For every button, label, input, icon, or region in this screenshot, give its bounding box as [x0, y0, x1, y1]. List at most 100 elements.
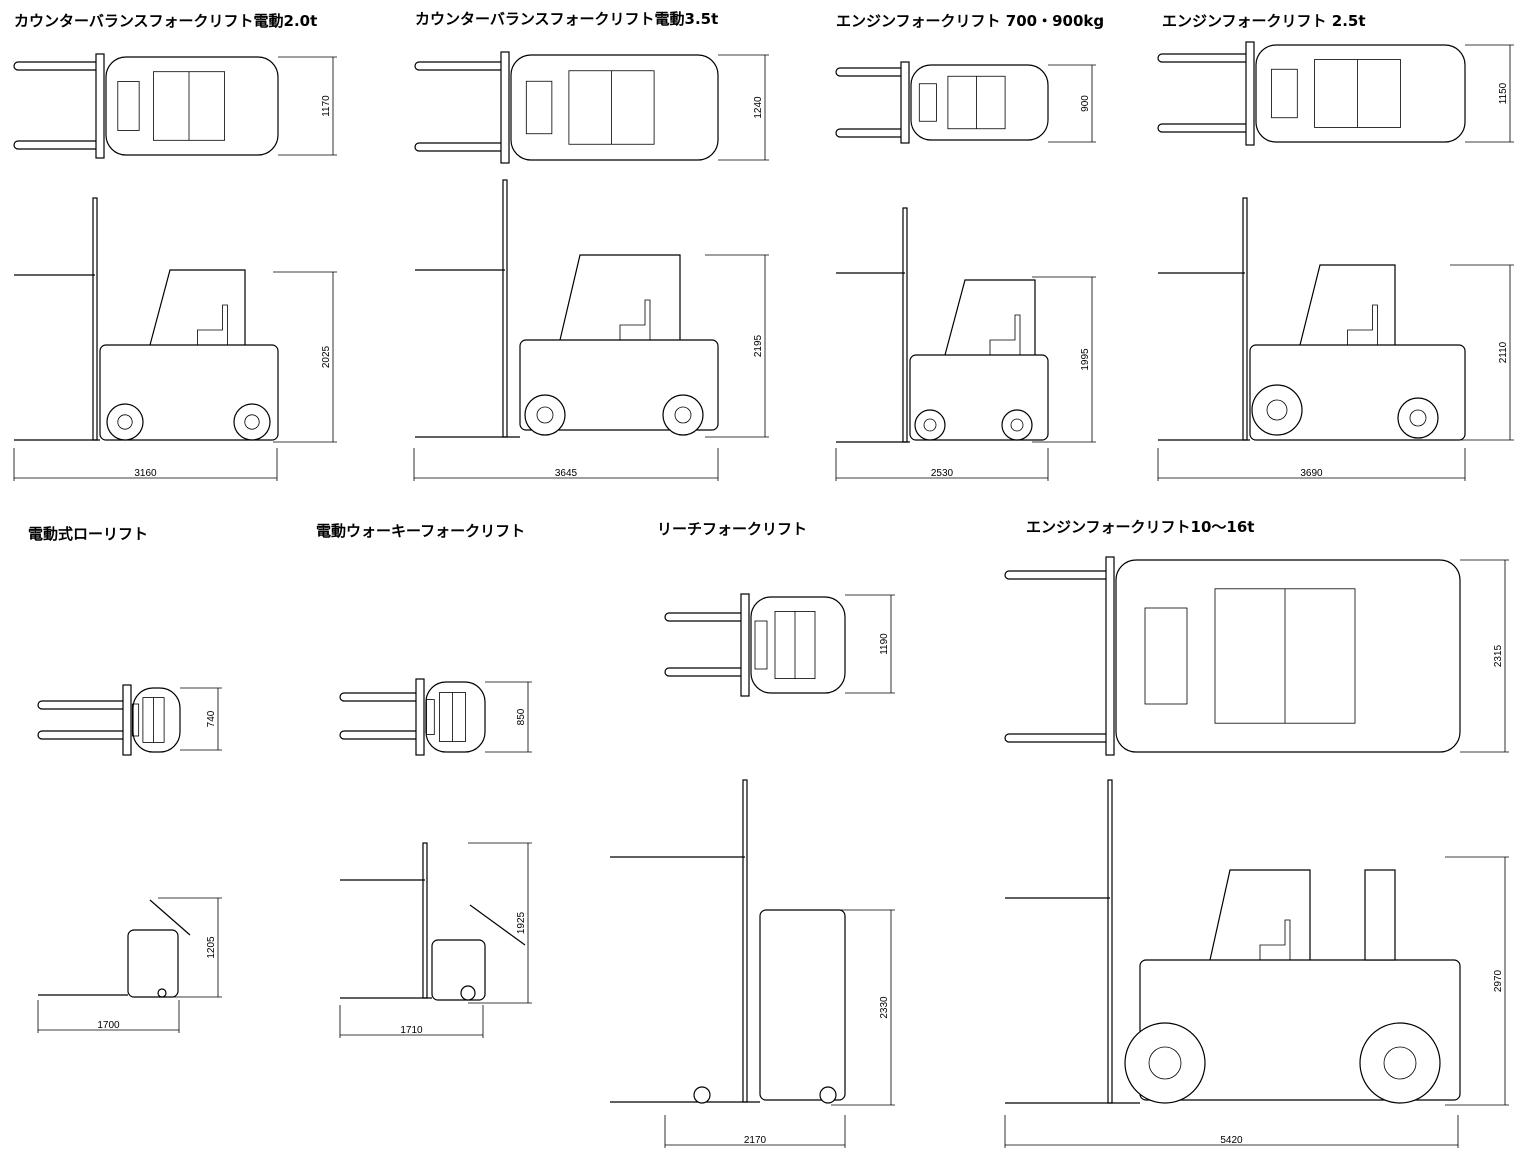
steering-area — [117, 81, 140, 131]
length-dimension-line — [835, 448, 1049, 481]
length-dimension-line — [413, 448, 719, 481]
length-dimension-line — [37, 1000, 180, 1033]
steering-area — [1144, 607, 1188, 705]
steering-area — [426, 699, 435, 735]
width-dimension-line — [278, 56, 337, 156]
steering-area — [525, 80, 553, 135]
wheel — [106, 403, 144, 441]
wheel — [233, 403, 271, 441]
fork — [1004, 733, 1110, 743]
mast — [92, 197, 98, 441]
fork — [339, 692, 420, 702]
steering-area — [131, 703, 140, 737]
seat — [619, 299, 651, 340]
forklift-title: 電動式ローリフト — [28, 525, 148, 543]
fork-carriage — [1245, 41, 1255, 146]
forklift-title: エンジンフォークリフト 2.5t — [1162, 12, 1366, 30]
fork — [414, 61, 505, 71]
length-dimension: 5420 — [1220, 1135, 1243, 1146]
wheel — [662, 394, 704, 436]
side-view — [415, 179, 719, 438]
top-view — [835, 61, 1049, 144]
forklift-spec-8: エンジンフォークリフト10〜16t 2315 2970 5420 — [1004, 518, 1509, 1148]
height-dimension-line — [1445, 856, 1509, 1106]
overhead-guard — [944, 279, 1036, 356]
length-dimension-line — [339, 1005, 484, 1038]
mast — [1107, 779, 1113, 1104]
fork — [37, 730, 127, 740]
fork — [37, 700, 127, 710]
top-view — [339, 678, 486, 756]
height-dimension: 2195 — [753, 334, 764, 357]
overhead-guard — [559, 254, 681, 341]
wheel-hub — [674, 406, 692, 424]
forklift-title: エンジンフォークリフト 700・900kg — [836, 12, 1104, 30]
wheel-hub — [117, 414, 133, 430]
fork — [13, 140, 100, 150]
width-dimension-line — [485, 681, 532, 753]
fork — [1157, 123, 1250, 133]
fork — [1157, 53, 1250, 63]
chassis — [759, 909, 846, 1101]
top-view — [37, 684, 181, 756]
wheel-hub — [1383, 1046, 1417, 1080]
width-dimension: 1240 — [753, 96, 764, 119]
wheel — [1397, 397, 1439, 439]
fork — [1004, 570, 1110, 580]
side-view — [1005, 779, 1461, 1104]
fork — [664, 612, 745, 622]
chassis — [99, 344, 279, 441]
top-view — [664, 593, 846, 697]
height-dimension: 2970 — [1493, 969, 1504, 992]
wheel-hub — [1010, 418, 1024, 432]
height-dimension: 1995 — [1080, 348, 1091, 371]
fork-carriage — [415, 678, 425, 756]
length-dimension: 1710 — [400, 1025, 423, 1036]
exhaust-pipe — [1364, 869, 1396, 961]
forklift-title: エンジンフォークリフト10〜16t — [1026, 518, 1254, 536]
side-view — [14, 197, 279, 441]
length-dimension-line — [1157, 448, 1466, 481]
body-outline — [510, 54, 719, 161]
forklift-title: リーチフォークリフト — [657, 520, 807, 538]
mast — [422, 842, 428, 999]
steering-area — [1271, 68, 1298, 119]
height-dimension-line — [1450, 264, 1514, 441]
seat — [989, 314, 1021, 355]
tiller-handle — [149, 899, 191, 936]
mast — [1242, 197, 1248, 441]
steering-area — [754, 620, 768, 670]
width-dimension-line — [718, 54, 769, 161]
side-view — [340, 842, 526, 1001]
width-dimension: 2315 — [1493, 644, 1504, 667]
height-dimension: 2025 — [321, 345, 332, 368]
mast — [502, 179, 508, 438]
fork-carriage — [740, 593, 750, 697]
body-outline — [1255, 44, 1466, 143]
wheel — [524, 394, 566, 436]
forklift-title: 電動ウォーキーフォークリフト — [316, 522, 525, 540]
width-dimension: 1190 — [879, 633, 890, 655]
width-dimension: 1150 — [1498, 82, 1509, 104]
width-dimension: 740 — [206, 710, 217, 727]
height-dimension-line — [273, 271, 337, 443]
chassis — [127, 929, 179, 998]
length-dimension: 2170 — [744, 1135, 767, 1146]
height-dimension: 1205 — [206, 936, 217, 959]
width-dimension-line — [1460, 559, 1509, 753]
width-dimension-line — [1465, 44, 1514, 143]
steering-area — [918, 83, 937, 122]
overhead-guard — [1299, 264, 1396, 346]
height-dimension-line — [158, 897, 222, 998]
top-view — [1157, 41, 1466, 146]
body-outline — [910, 64, 1049, 141]
length-dimension-line — [1004, 1115, 1459, 1148]
fork-carriage — [95, 53, 105, 159]
wheel — [819, 1086, 837, 1104]
wheel — [914, 409, 946, 441]
seat — [197, 304, 228, 345]
side-view — [610, 779, 846, 1104]
body-outline — [132, 687, 181, 753]
